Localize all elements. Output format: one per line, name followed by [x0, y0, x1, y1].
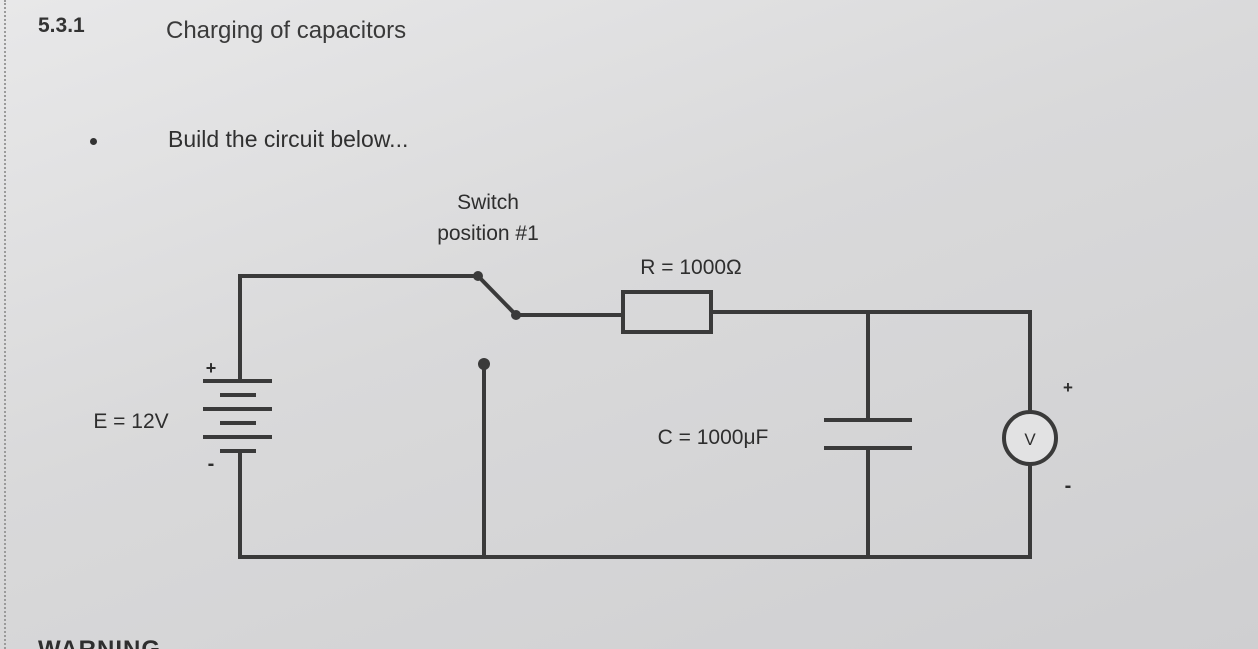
battery-label: E = 12V	[93, 410, 168, 433]
capacitor-symbol	[824, 418, 912, 450]
switch-label-line1: Switch	[457, 191, 519, 214]
warning-heading-cropped: WARNING	[38, 636, 161, 649]
battery-minus-sign: -	[208, 453, 215, 475]
capacitor-label: C = 1000μF	[658, 426, 769, 449]
battery-symbol	[203, 360, 272, 453]
switch-blade	[475, 273, 519, 318]
resistor-label: R = 1000Ω	[640, 256, 742, 279]
wire-battery-to-switch	[238, 274, 480, 362]
section-number: 5.3.1	[38, 14, 85, 37]
page-margin-line	[4, 0, 6, 649]
wire-bottom-return	[238, 450, 1032, 559]
switch-label-line2: position #1	[437, 222, 539, 245]
switch-contact-2	[478, 358, 490, 370]
voltmeter-v-label: V	[1024, 430, 1036, 449]
switch-pivot	[511, 310, 521, 320]
switch-contact-1	[473, 271, 483, 281]
instruction-text: Build the circuit below...	[168, 126, 409, 152]
voltmeter-symbol	[1002, 410, 1058, 466]
voltmeter-minus-sign: -	[1065, 475, 1072, 497]
resistor-symbol	[621, 290, 713, 334]
battery-plus-sign: +	[206, 358, 217, 378]
section-title: Charging of capacitors	[166, 17, 407, 44]
bullet-point	[90, 138, 97, 145]
voltmeter-plus-sign: +	[1063, 378, 1073, 397]
